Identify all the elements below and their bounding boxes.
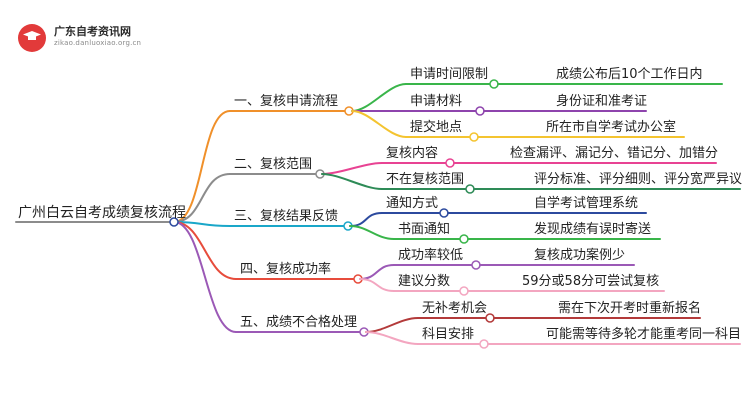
child-connector-3-2 xyxy=(349,225,395,240)
branch-review-scope: 二、复核范围 xyxy=(234,157,313,172)
child-connector-4-1 xyxy=(359,264,395,280)
root-branch-connector-1 xyxy=(173,110,231,223)
branch-review-application: 一、复核申请流程 xyxy=(234,94,339,109)
node-suggested-score: 建议分数 xyxy=(398,274,451,289)
node-written-notice: 书面通知 xyxy=(398,222,451,237)
root-branch-connector-3 xyxy=(173,221,231,227)
root-branch-connector-2 xyxy=(173,173,231,223)
branch-success-rate: 四、复核成功率 xyxy=(240,262,332,277)
node-scheduling: 科目安排 xyxy=(422,327,475,342)
child-connector-1-3 xyxy=(351,110,407,138)
child-node-1-2 xyxy=(475,106,485,116)
root-branch-connector-5 xyxy=(173,221,237,333)
node-no-makeup: 无补考机会 xyxy=(422,301,488,316)
node-out-of-scope: 不在复核范围 xyxy=(386,172,465,187)
child-connector-4-2 xyxy=(359,278,395,292)
child-node-3-1 xyxy=(439,208,449,218)
node-review-content: 复核内容 xyxy=(386,146,439,161)
branch-fail-handling: 五、成绩不合格处理 xyxy=(240,315,358,330)
node-notification: 通知方式 xyxy=(386,196,439,211)
root-node-dot xyxy=(169,217,179,227)
leaf-scheduling: 可能需等待多轮才能重考同一科目 xyxy=(546,327,742,342)
leaf-location: 所在市自学考试办公室 xyxy=(546,120,677,135)
logo-title: 广东自考资讯网 xyxy=(54,25,131,38)
child-node-4-1 xyxy=(471,260,481,270)
child-node-3-2 xyxy=(459,234,469,244)
root-branch-connector-4 xyxy=(173,221,237,280)
child-node-2-1 xyxy=(445,158,455,168)
logo-subtitle: zikao.danluoxiao.org.cn xyxy=(54,39,142,47)
child-node-5-1 xyxy=(485,313,495,323)
child-connector-5-1 xyxy=(365,317,419,333)
child-node-1-1 xyxy=(489,79,499,89)
child-connector-3-1 xyxy=(349,212,383,227)
leaf-materials: 身份证和准考证 xyxy=(556,94,648,109)
child-connector-1-1 xyxy=(351,83,407,112)
child-node-5-2 xyxy=(479,339,489,349)
child-connector-2-2 xyxy=(321,173,383,190)
child-node-1-3 xyxy=(469,132,479,142)
child-node-2-2 xyxy=(465,184,475,194)
leaf-review-content: 检查漏评、漏记分、错记分、加错分 xyxy=(510,146,719,161)
leaf-written-notice: 发现成绩有误时寄送 xyxy=(534,222,652,237)
leaf-time-limit: 成绩公布后10个工作日内 xyxy=(556,67,703,82)
root-node: 广州白云自考成绩复核流程 xyxy=(18,205,186,221)
leaf-low-success: 复核成功案例少 xyxy=(534,248,626,263)
branch-result-feedback: 三、复核结果反馈 xyxy=(234,209,339,224)
node-location: 提交地点 xyxy=(410,120,463,135)
node-low-success: 成功率较低 xyxy=(398,248,464,263)
child-connector-2-1 xyxy=(321,162,383,175)
leaf-notification: 自学考试管理系统 xyxy=(534,196,639,211)
node-materials: 申请材料 xyxy=(410,94,463,109)
node-time-limit: 申请时间限制 xyxy=(410,67,489,82)
child-connector-5-2 xyxy=(365,331,419,345)
site-logo: 广东自考资讯网 zikao.danluoxiao.org.cn xyxy=(18,20,168,54)
leaf-suggested-score: 59分或58分可尝试复核 xyxy=(522,274,660,289)
leaf-out-of-scope: 评分标准、评分细则、评分宽严异议 xyxy=(534,172,743,187)
leaf-no-makeup: 需在下次开考时重新报名 xyxy=(558,301,702,316)
graduation-cap-icon xyxy=(23,31,41,40)
child-node-4-2 xyxy=(459,286,469,296)
